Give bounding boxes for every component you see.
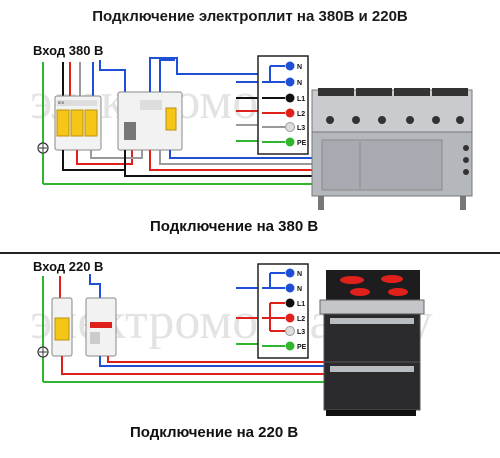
terminal-label-n2: N <box>297 286 302 293</box>
terminal-label-pe: PE <box>297 344 307 351</box>
breaker-3pole: IEK <box>54 95 102 151</box>
section-380: IEK <box>37 55 473 210</box>
terminal-label-n1: N <box>297 271 302 278</box>
page-title: Подключение электроплит на 380В и 220В <box>92 8 408 25</box>
input-label-220: Вход 220 В <box>33 259 104 274</box>
terminal-label-l2: L2 <box>297 316 305 323</box>
section-divider <box>0 252 500 254</box>
terminal-label-l3: L3 <box>297 329 305 336</box>
terminal-block-220: N N L1 L2 L3 PE <box>257 263 309 359</box>
caption-380: Подключение на 380 В <box>150 218 319 235</box>
terminal-label-l1: L1 <box>297 301 305 308</box>
terminal-label-l2: L2 <box>297 111 305 118</box>
terminal-label-pe: PE <box>297 140 307 147</box>
section-220: N N L1 L2 L3 PE <box>37 263 425 416</box>
wires-to-terminal-220 <box>43 287 326 383</box>
rcd-4pole <box>117 91 183 151</box>
input-label-380: Вход 380 В <box>33 43 104 58</box>
input-wires-380 <box>42 62 94 184</box>
rcd-2pole <box>85 297 117 357</box>
svg-text:IEK: IEK <box>58 100 65 105</box>
input-wires-220 <box>42 274 101 382</box>
industrial-stove <box>311 88 473 210</box>
terminal-label-n1: N <box>297 64 302 71</box>
terminal-label-n2: N <box>297 80 302 87</box>
breaker-1pole <box>51 297 73 357</box>
domestic-stove <box>319 270 425 416</box>
ground-symbol-220 <box>37 346 49 358</box>
terminal-block-380: N N L1 L2 L3 PE <box>257 55 309 155</box>
ground-symbol-380 <box>37 142 49 154</box>
wires-breaker-rcd <box>62 60 143 171</box>
terminal-label-l1: L1 <box>297 96 305 103</box>
terminal-label-l3: L3 <box>297 125 305 132</box>
caption-220: Подключение на 220 В <box>130 424 299 441</box>
